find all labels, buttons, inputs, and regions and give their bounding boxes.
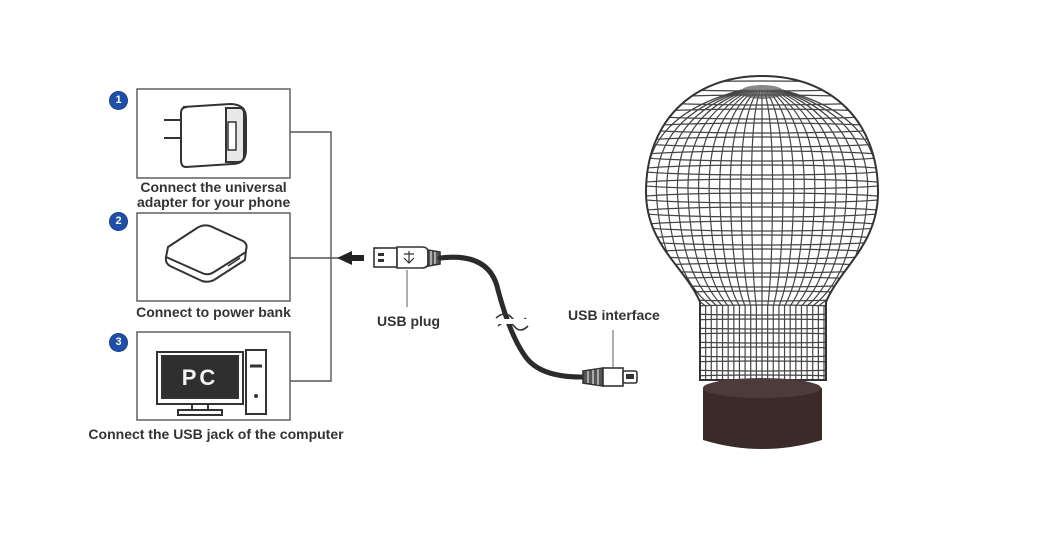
bulb-grid-meridian (774, 89, 837, 380)
micro-usb-connector-icon (582, 367, 638, 387)
usb-plug-icon (373, 246, 441, 269)
bulb-grid-meridian (776, 89, 848, 380)
bulb-grid-meridian (765, 89, 784, 380)
bulb-grid-meridian (768, 89, 805, 380)
bulb-grid-meridian (698, 89, 752, 380)
wall-adapter-icon (164, 102, 247, 169)
bulb-grid-meridian (729, 89, 757, 380)
lamp-illustration (644, 74, 880, 449)
bulb-grid-meridian (770, 89, 816, 380)
arrow-left-icon (337, 251, 352, 265)
caption-adapter-line1: Connect the universal (140, 179, 287, 195)
bulb-grid-meridian (778, 89, 858, 380)
cable-break-gap (500, 319, 526, 324)
caption-power-bank: Connect to power bank (136, 304, 291, 320)
pc-screen-text: PC (182, 365, 219, 390)
step-badge-2: 2 (110, 213, 127, 230)
caption-adapter-line2: adapter for your phone (137, 194, 291, 210)
usb-plug-label: USB plug (377, 313, 440, 329)
bulb-grid-meridian (767, 89, 795, 380)
usb-cable (437, 254, 588, 380)
caption-computer: Connect the USB jack of the computer (88, 426, 344, 442)
arrow-shaft (350, 255, 364, 261)
bulb-grid-meridian (763, 89, 774, 380)
bulb-wireframe (646, 80, 878, 380)
step-badge-3: 3 (110, 334, 127, 351)
bulb-grid-meridian (708, 89, 754, 380)
power-bank-icon (164, 224, 248, 283)
computer-icon (156, 349, 267, 416)
bulb-grid-meridian (750, 89, 761, 380)
bulb-grid-meridian (676, 89, 748, 380)
bulb-grid-meridian (740, 89, 759, 380)
lamp-base (703, 378, 822, 449)
usb-interface-label: USB interface (568, 307, 660, 323)
bulb-grid-meridian (666, 89, 746, 380)
bulb-grid-meridian (719, 89, 756, 380)
caption-adapter: Connect the universal adapter for your p… (137, 180, 290, 210)
step-badge-1: 1 (110, 92, 127, 109)
bulb-grid-meridian (687, 89, 750, 380)
bulb-grid-meridian (772, 89, 826, 380)
bulb-top-cap (740, 85, 784, 99)
